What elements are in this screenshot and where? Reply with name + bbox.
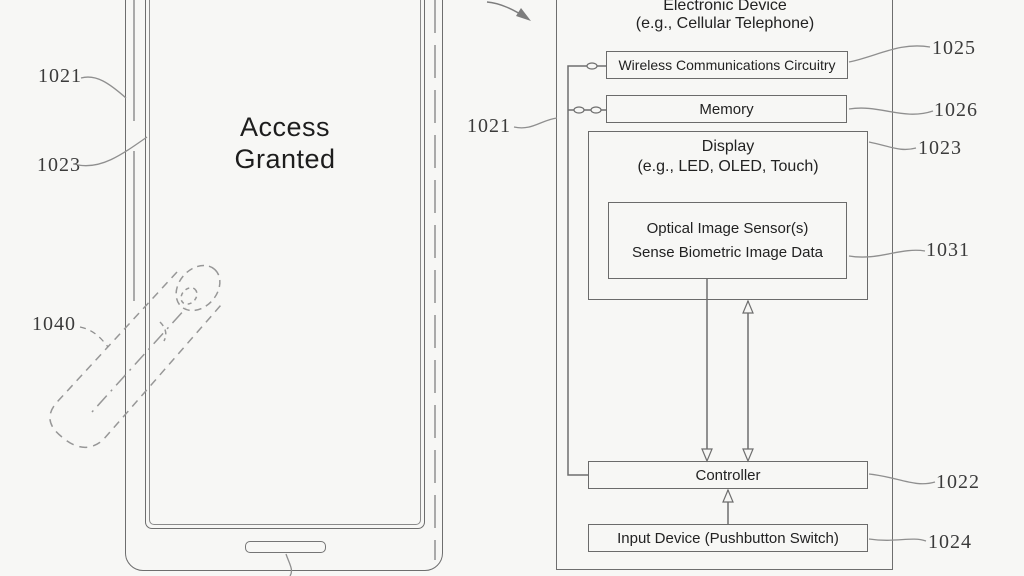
device-title: Electronic Device (e.g., Cellular Teleph… xyxy=(557,0,893,33)
optical-image-sensor-box: Optical Image Sensor(s) Sense Biometric … xyxy=(608,202,847,279)
home-button-outline xyxy=(245,541,326,553)
ref-label-1025-wireless: 1025 xyxy=(932,37,976,59)
ref-label-1031-sensor: 1031 xyxy=(926,239,970,261)
display-box-subtitle: (e.g., LED, OLED, Touch) xyxy=(637,158,819,175)
access-granted-text: Access Granted xyxy=(146,111,424,175)
electronic-device-outer-box xyxy=(556,0,893,570)
ref-label-1022-controller: 1022 xyxy=(936,471,980,493)
phone-screen xyxy=(145,0,425,529)
access-line: Access xyxy=(239,112,331,142)
ref-label-1023-screen: 1023 xyxy=(37,154,81,176)
figure-pointer-arrow xyxy=(486,1,531,21)
ref-label-1026-memory: 1026 xyxy=(934,99,978,121)
phone-screen-inner-border xyxy=(149,0,421,525)
input-device-box: Input Device (Pushbutton Switch) xyxy=(588,524,868,552)
display-box-title: Display xyxy=(701,138,755,155)
device-title-line2: (e.g., Cellular Telephone) xyxy=(635,15,815,32)
memory-box: Memory xyxy=(606,95,847,123)
leader-line-device xyxy=(513,117,558,129)
ref-label-1023-display: 1023 xyxy=(918,137,962,159)
sensor-box-line1: Optical Image Sensor(s) xyxy=(646,220,809,237)
ref-label-1024-input: 1024 xyxy=(928,531,972,553)
granted-line: Granted xyxy=(234,144,336,174)
ref-label-1021-device: 1021 xyxy=(467,115,511,137)
ref-label-1021-phone: 1021 xyxy=(38,65,82,87)
device-title-line1: Electronic Device xyxy=(663,0,787,14)
sensor-box-line2: Sense Biometric Image Data xyxy=(632,244,823,261)
ref-label-1040-finger: 1040 xyxy=(32,313,76,335)
wireless-communications-box: Wireless Communications Circuitry xyxy=(606,51,848,79)
controller-box: Controller xyxy=(588,461,868,489)
